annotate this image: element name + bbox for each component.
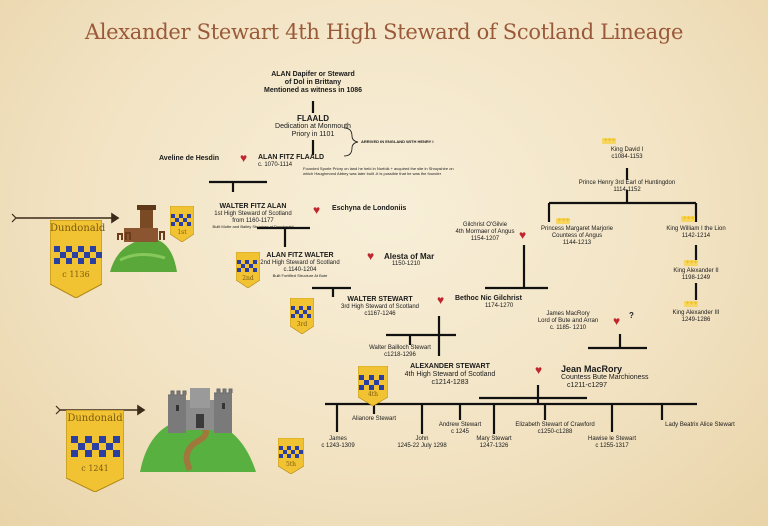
arrow-icon [11,212,146,416]
shield-icon: 2nd [235,251,261,289]
banner-title: Dundonald [50,223,106,234]
shield-label: 2nd [242,275,254,282]
castle-icon [140,388,256,472]
banner-icon: Dundonald c 1241 [65,409,125,493]
heart-icon: ♥ [519,228,527,242]
shield-label: 1st [177,229,187,236]
shield-label: 4th [367,391,379,398]
heart-icon: ♥ [240,151,248,165]
heart-icon: ♥ [437,293,445,307]
shield-icon: 3rd [289,297,315,335]
banner-icon: Dundonald c 1136 [49,219,106,299]
child-alianore: Alianore Stewart [351,416,397,422]
shield-icon: 1st [169,205,195,243]
heart-icon: ♥ [313,203,321,217]
crown-icon: ✦✦✦ [556,218,570,224]
castle-icon [110,205,177,272]
banner-date: c 1136 [62,270,90,279]
heart-icon: ♥ [613,314,621,328]
child-beatrix: Lady Beatrix Alice Stewart [665,422,735,428]
banner-title: Dundonald [67,413,123,424]
person-aveline: Aveline de Hesdin [159,155,220,162]
arrived-note: ARRIVED IN ENGLAND WITH HENRY I [361,139,434,144]
shield-label: 3rd [296,321,308,328]
person-eschyna: Eschyna de Londoniis [332,205,407,212]
crown-icon: ✦✦✦ [684,301,698,307]
shield-label: 5th [285,461,297,468]
crown-icon: ✦✦✦ [602,138,616,144]
unknown-marker: ? [629,311,634,320]
heart-icon: ♥ [535,363,543,377]
crown-icon: ✦✦✦ [681,216,695,222]
banner-date: c 1241 [81,464,109,473]
page-title: Alexander Stewart 4th High Steward of Sc… [84,20,684,44]
crown-icon: ✦✦✦ [684,260,698,266]
shield-icon: 4th [357,365,389,407]
shield-icon: 5th [277,437,305,475]
heart-icon: ♥ [367,249,375,263]
sporle-note: Founded Sporle Priory on land he held in… [303,166,454,176]
